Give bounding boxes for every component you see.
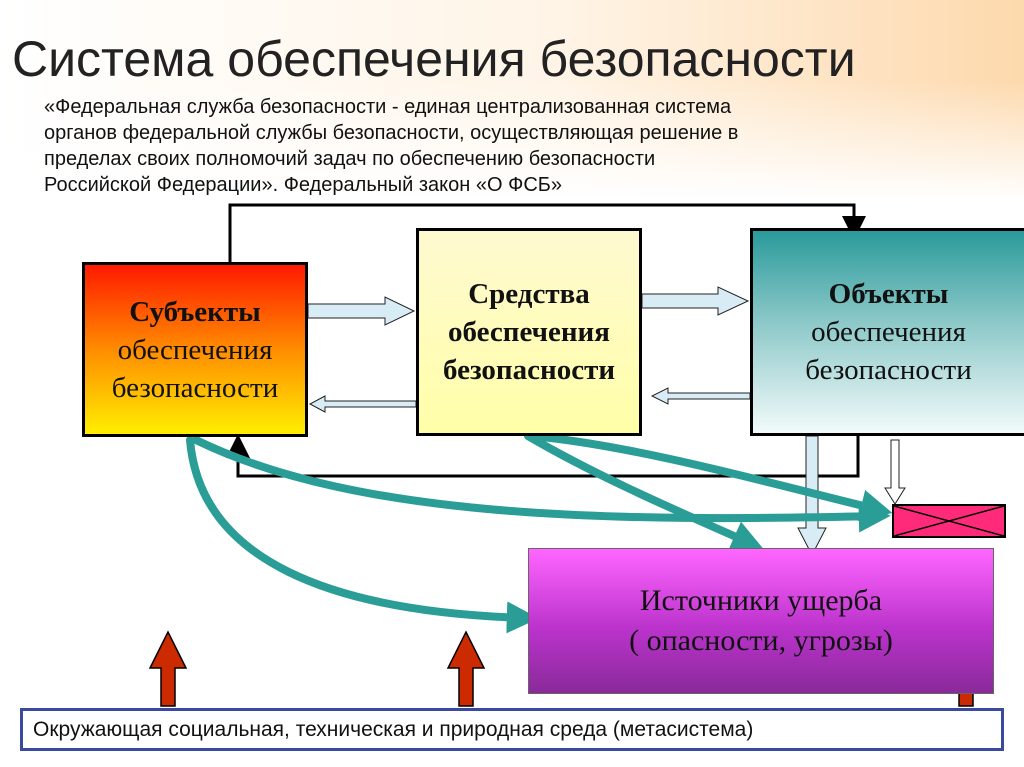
box-subjects: Субъекты обеспечения безопасности <box>82 262 308 437</box>
top-feedback-line <box>228 203 866 262</box>
env-arrow-left <box>148 630 188 707</box>
env-arrow-middle <box>446 630 486 707</box>
damage-box <box>892 504 1006 538</box>
arrow-objects-to-means <box>650 387 751 405</box>
objects-title: Объекты <box>828 278 949 310</box>
arrow-subjects-to-means <box>307 296 416 326</box>
page-title: Система обеспечения безопасности <box>12 31 856 87</box>
curve-subjects-to-sources <box>186 436 539 634</box>
curve-means-to-sources <box>524 432 764 551</box>
quote-line: Российской Федерации». Федеральный закон… <box>44 174 563 196</box>
objects-line3: безопасности <box>805 354 972 386</box>
quote-line: пределах своих полномочий задач по обесп… <box>44 148 656 170</box>
subjects-title: Субъекты <box>129 295 261 328</box>
bottom-feedback-line <box>226 434 860 478</box>
box-means: Средства обеспечения безопасности <box>416 228 642 436</box>
subjects-line2: обеспечения <box>117 333 273 366</box>
quote-line: органов федеральной службы безопасности,… <box>44 122 739 144</box>
quote-line: «Федеральная служба безопасности - едина… <box>44 96 732 118</box>
arrow-means-to-subjects <box>308 395 417 413</box>
objects-line2: обеспечения <box>811 316 966 348</box>
environment-label: Окружающая социальная, техническая и при… <box>33 717 754 741</box>
header-background <box>0 0 1024 200</box>
sources-title: Источники ущерба <box>639 584 883 617</box>
box-damage-sources: Источники ущерба ( опасности, угрозы) <box>528 548 994 694</box>
means-title: Средства <box>468 278 590 310</box>
environment-bar: Окружающая социальная, техническая и при… <box>20 708 1004 751</box>
law-quote: «Федеральная служба безопасности - едина… <box>44 94 944 198</box>
arrow-objects-to-damage <box>884 439 906 505</box>
subjects-line3: безопасности <box>111 371 279 404</box>
curve-subjects-to-damage <box>192 436 891 533</box>
sources-subtitle: ( опасности, угрозы) <box>629 624 893 657</box>
means-line3: безопасности <box>442 354 616 386</box>
arrow-means-to-objects <box>641 286 750 316</box>
means-line2: обеспечения <box>448 316 610 348</box>
box-objects: Объекты обеспечения безопасности <box>750 228 1024 436</box>
curve-means-to-damage <box>528 432 893 522</box>
cross-icon <box>893 505 1005 537</box>
